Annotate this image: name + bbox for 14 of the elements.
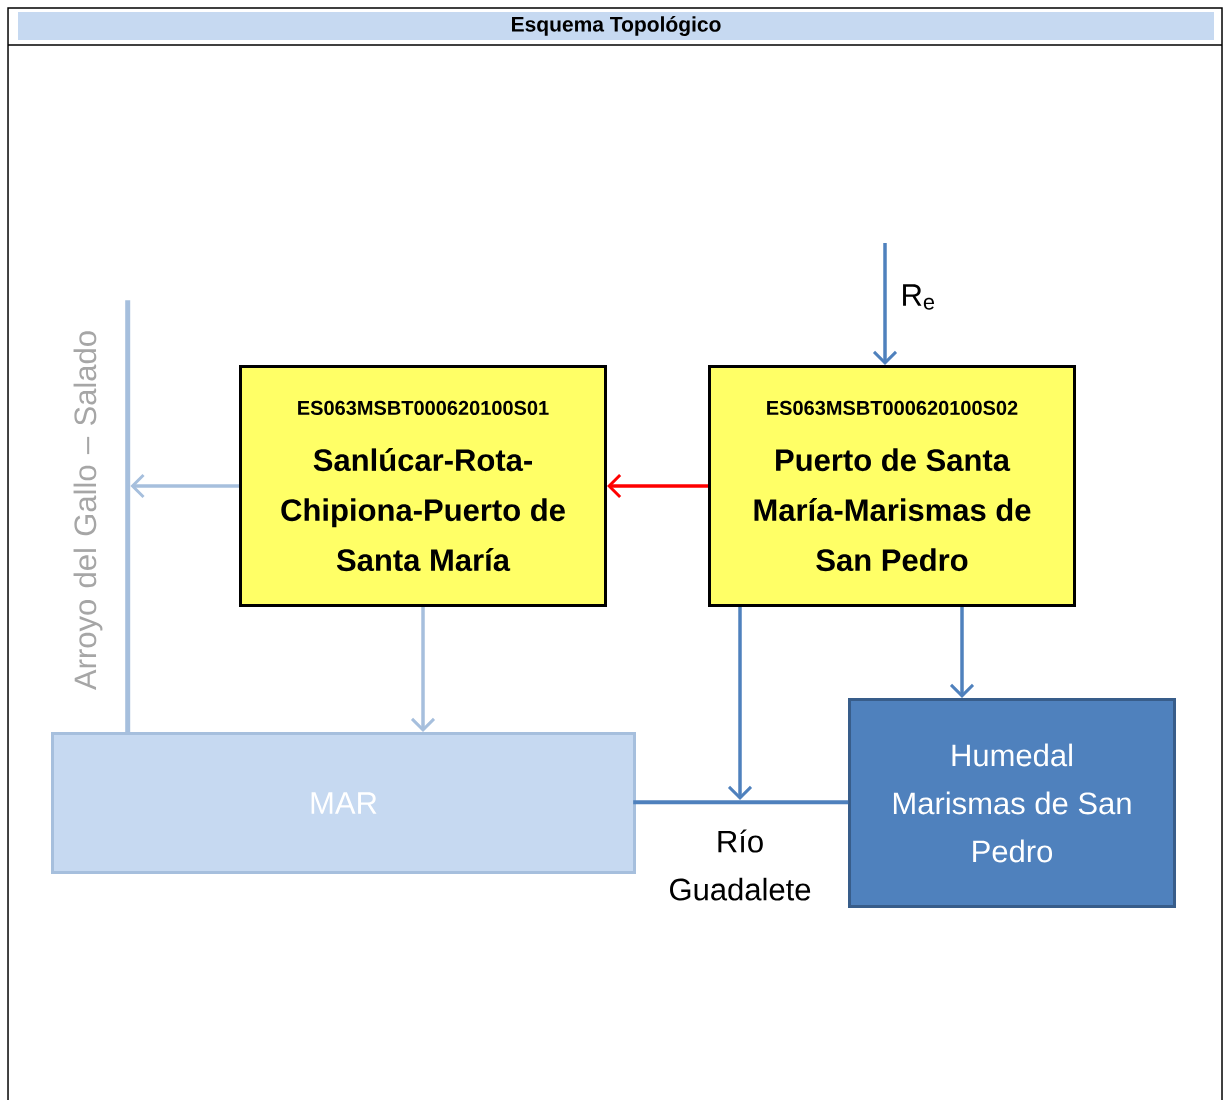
arrow	[607, 473, 708, 499]
river-label: Río Guadalete	[670, 829, 811, 901]
arrow	[949, 607, 975, 698]
wetland-box: Humedal Marismas de San Pedro	[848, 698, 1176, 908]
arrow	[872, 243, 898, 365]
sea-box: MAR	[51, 732, 636, 874]
edge-label: R$_{e}$	[899, 283, 937, 311]
water-body-box: ES063MSBT000620100S01 Sanlúcar-Rota-Chipiona-Puerto de Santa María	[239, 365, 607, 607]
header-bar: Esquema Topológico	[18, 12, 1214, 40]
arrow	[130, 473, 239, 499]
arrow	[727, 607, 753, 800]
arrow	[410, 607, 436, 732]
water-body-box: ES063MSBT000620100S02 Puerto de Santa María-Marismas de San Pedro	[708, 365, 1076, 607]
stream-label: Arroyo del Gallo – Salado	[73, 331, 103, 690]
